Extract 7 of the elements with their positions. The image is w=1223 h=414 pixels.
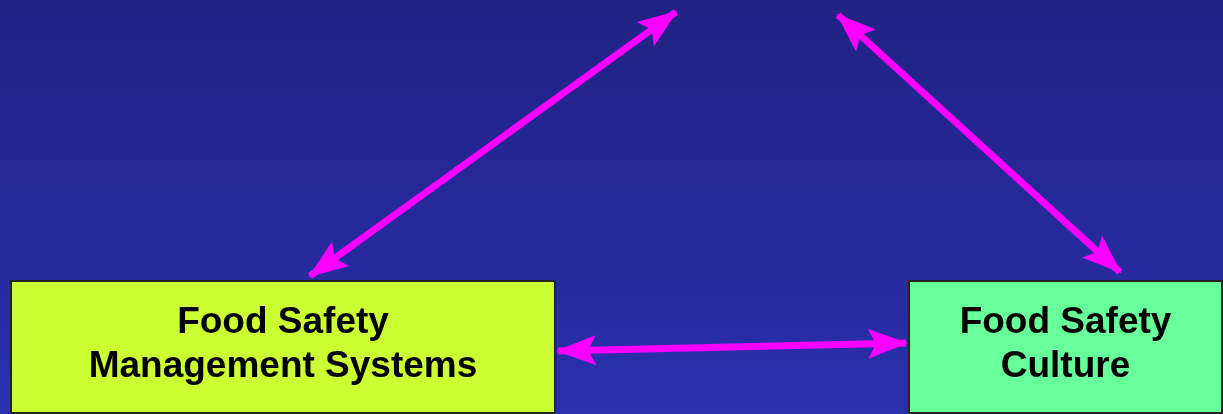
double-arrow [307, 9, 679, 279]
concept-box [908, 280, 1223, 414]
double-arrow [835, 12, 1123, 275]
box-title: Food Safety Culture [958, 299, 1173, 387]
double-arrow [556, 328, 908, 366]
box-title: Food Safety Management Systems [87, 299, 479, 387]
concept-box [10, 280, 556, 414]
